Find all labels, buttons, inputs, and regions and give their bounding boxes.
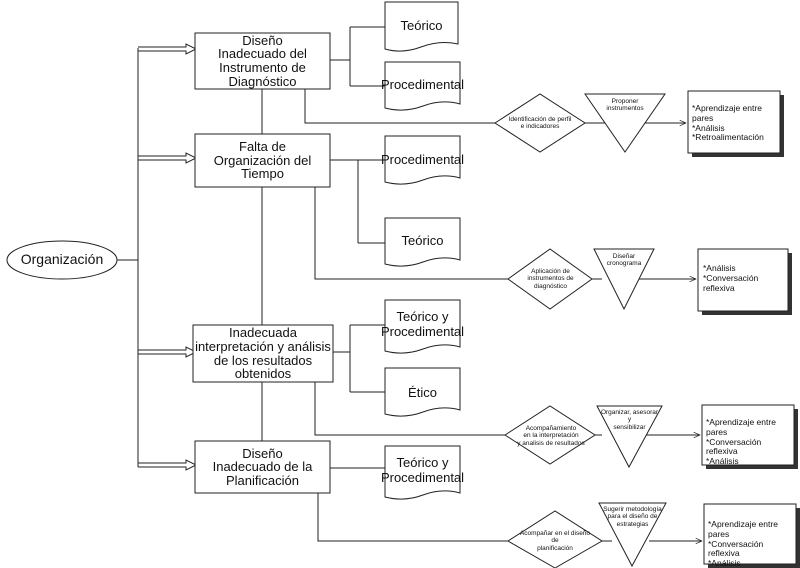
root-node: Organización (20, 251, 104, 268)
decision-3: Acompañamiento en la interpretación y an… (517, 425, 585, 447)
action-1: Proponer instrumentos (606, 98, 644, 113)
document-1: Teórico (400, 17, 443, 33)
decision-4: Acompañar en el diseño de planificación (519, 530, 591, 552)
problem-4: Diseño Inadecuado de la Planificación (212, 445, 313, 488)
problem-2: Falta de Organización del Tiempo (213, 139, 312, 182)
document-6: Ético (408, 384, 437, 400)
outcome-1: *Aprendizaje entre pares *Análisis *Retr… (692, 103, 764, 143)
document-shape-1 (384, 1, 459, 52)
action-2: Diseñar cronograma (606, 253, 642, 268)
document-4: Teórico (401, 232, 444, 248)
document-3: Procedimental (380, 151, 465, 167)
problem-box-1 (194, 32, 331, 90)
outcome-3: *Aprendizaje entre pares *Conversación r… (706, 417, 776, 466)
problem-box-4 (194, 440, 331, 494)
document-7: Teórico y Procedimental (380, 455, 465, 485)
document-shape-4 (384, 217, 461, 267)
outcome-4: *Aprendizaje entre pares *Conversación r… (708, 519, 778, 568)
problem-box-3 (192, 324, 334, 383)
arrow-to-problem-4 (138, 459, 198, 471)
arrow-to-problem-3 (138, 346, 198, 358)
action-triangle-3 (596, 405, 663, 469)
document-shape-2 (384, 61, 461, 111)
document-shape-3 (384, 135, 461, 185)
action-triangle-4 (598, 502, 667, 568)
document-shape-7 (384, 445, 461, 500)
outcome-box-2 (697, 248, 789, 312)
decision-1: Identificación de perfil e indicadores (508, 115, 572, 130)
action-3: Organizar, asesorar y sensibilizar (600, 409, 659, 431)
problem-3: Inadecuada interpretación y análisis de … (195, 325, 331, 382)
outcome-box-1 (687, 90, 781, 154)
arrow-to-problem-1 (138, 43, 198, 55)
outcome-box-3 (701, 404, 795, 466)
document-shape-5 (384, 299, 461, 354)
decision-2: Aplicación de instrumentos de diagnóstic… (527, 268, 574, 290)
problem-1: Diseño Inadecuado del Instrumento de Dia… (218, 32, 307, 89)
arrow-to-problem-2 (138, 152, 198, 164)
document-2: Procedimental (380, 76, 465, 92)
action-4: Sugerir metodología para el diseño de es… (603, 506, 662, 528)
document-shape-6 (384, 367, 461, 417)
outcome-box-4 (703, 503, 797, 565)
outcome-2: *Análisis *Conversación reflexiva (703, 263, 759, 293)
document-5: Teórico y Procedimental (380, 309, 465, 339)
